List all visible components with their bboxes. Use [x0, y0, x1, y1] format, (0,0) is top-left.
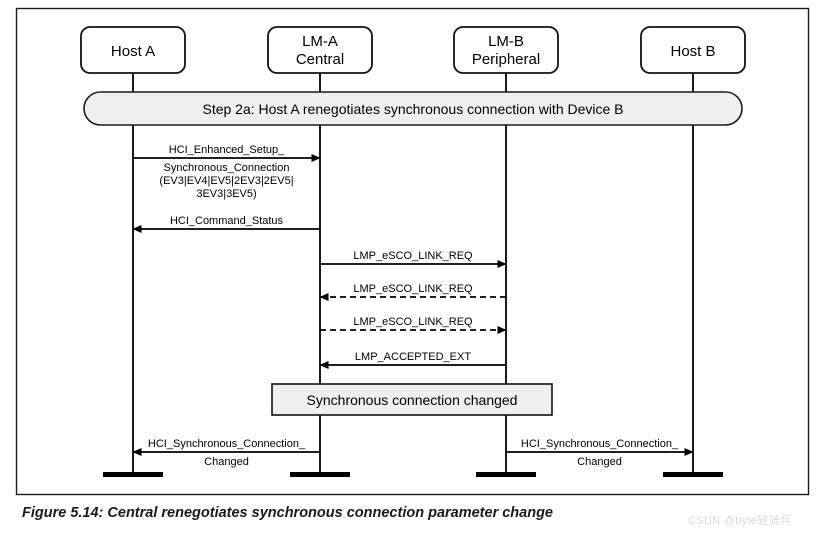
message-label: HCI_Synchronous_Connection_	[521, 438, 679, 450]
message-hci-enhanced-setup-synchronous-connection[interactable]: HCI_Enhanced_Setup_ Synchronous_Connectio…	[133, 144, 321, 200]
message-hci-synchronous-connection-changed-right[interactable]: HCI_Synchronous_Connection_ Changed	[506, 438, 694, 468]
message-lmp-esco-link-req-3[interactable]: LMP_eSCO_LINK_REQ	[320, 316, 507, 334]
participant-label-line1: Host A	[111, 43, 155, 60]
participant-label-line1: LM-A	[302, 33, 338, 50]
step-banner-box	[83, 91, 743, 126]
message-label: LMP_eSCO_LINK_REQ	[353, 250, 473, 262]
message-label: HCI_Enhanced_Setup_	[169, 144, 285, 156]
message-label: HCI_Synchronous_Connection_	[148, 438, 306, 450]
message-lmp-esco-link-req-1[interactable]: LMP_eSCO_LINK_REQ	[320, 250, 507, 268]
note-box	[271, 383, 553, 416]
message-hci-command-status[interactable]: HCI_Command_Status	[132, 215, 320, 233]
participant-host-b[interactable]: Host B	[640, 26, 746, 74]
step-banner: Step 2a: Host A renegotiates synchronous…	[83, 91, 743, 126]
participant-label-line2: Peripheral	[472, 51, 540, 68]
lifeline-host-b	[663, 73, 723, 477]
message-label: LMP_ACCEPTED_EXT	[355, 351, 471, 363]
message-label: LMP_eSCO_LINK_REQ	[353, 283, 473, 295]
message-label: (EV3|EV4|EV5|2EV3|2EV5|	[159, 175, 293, 187]
message-label: Synchronous_Connection	[164, 162, 290, 174]
note-label: Synchronous connection changed	[307, 392, 518, 408]
watermark: CSDN @byte轻骑兵	[688, 515, 792, 527]
lifeline-host-a	[103, 73, 163, 477]
participant-host-a[interactable]: Host A	[80, 26, 186, 74]
message-label: LMP_eSCO_LINK_REQ	[353, 316, 473, 328]
participant-label-line1: Host B	[670, 43, 715, 60]
message-lmp-esco-link-req-2[interactable]: LMP_eSCO_LINK_REQ	[319, 283, 506, 301]
message-lmp-accepted-ext[interactable]: LMP_ACCEPTED_EXT	[319, 351, 506, 369]
message-hci-synchronous-connection-changed-left[interactable]: HCI_Synchronous_Connection_ Changed	[132, 438, 320, 468]
participant-label-line2: Central	[296, 51, 344, 68]
message-label: 3EV3|3EV5)	[196, 188, 256, 200]
note-synchronous-connection-changed: Synchronous connection changed	[271, 383, 553, 416]
figure-caption: Figure 5.14: Central renegotiates synchr…	[22, 505, 553, 521]
participant-label-line1: LM-B	[488, 33, 524, 50]
message-label: Changed	[577, 456, 622, 468]
message-label: Changed	[204, 456, 249, 468]
step-banner-label: Step 2a: Host A renegotiates synchronous…	[202, 101, 623, 117]
messages-group: HCI_Enhanced_Setup_ Synchronous_Connectio…	[132, 144, 694, 468]
message-label: HCI_Command_Status	[170, 215, 284, 227]
